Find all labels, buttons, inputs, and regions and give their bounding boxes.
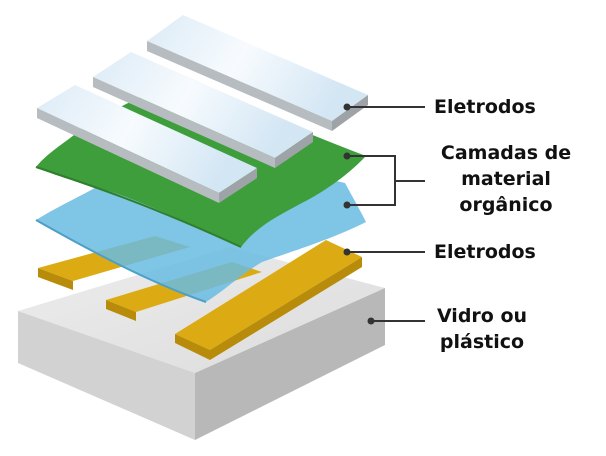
label-substrate: Vidro ou plástico bbox=[432, 303, 532, 355]
substrate-front-face bbox=[18, 311, 195, 440]
organic-layer-green-edge bbox=[35, 166, 242, 248]
label-organic-line-1: Camadas de bbox=[440, 142, 572, 164]
top-electrode-3 bbox=[37, 85, 257, 203]
substrate-side-face bbox=[195, 288, 385, 440]
label-organic-line-2: material bbox=[461, 168, 551, 190]
label-organic-layers: Camadas de material orgânico bbox=[436, 140, 576, 218]
label-substrate-line-1: Vidro ou bbox=[436, 305, 528, 327]
leader-dots bbox=[343, 103, 375, 325]
label-organic-line-3: orgânico bbox=[459, 194, 553, 216]
top-electrodes bbox=[37, 15, 368, 203]
label-top-electrodes: Eletrodos bbox=[434, 96, 536, 118]
label-bottom-electrodes: Eletrodos bbox=[434, 241, 536, 263]
leader-lines bbox=[347, 106, 425, 322]
top-electrode-1 bbox=[147, 15, 368, 131]
label-substrate-line-2: plástico bbox=[439, 331, 525, 353]
bottom-electrode-3 bbox=[175, 240, 362, 360]
top-electrode-2 bbox=[93, 52, 313, 168]
organic-layer-blue-edge bbox=[35, 219, 207, 303]
